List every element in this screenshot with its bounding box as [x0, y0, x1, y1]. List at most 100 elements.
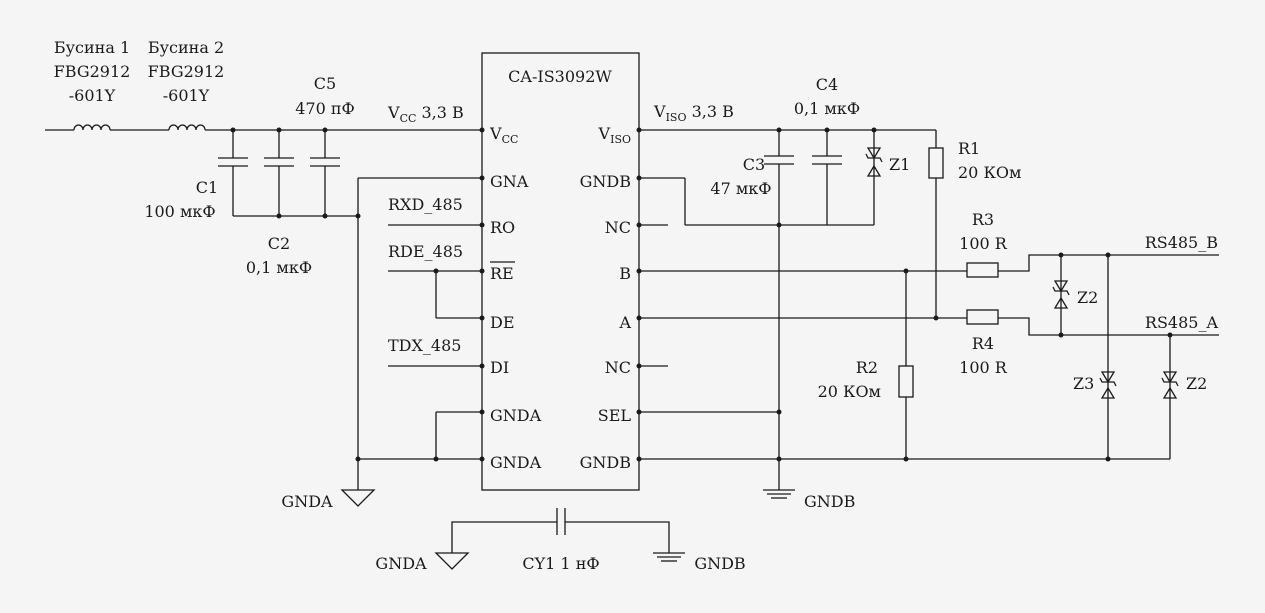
c2-value: 0,1 мкФ: [246, 258, 312, 277]
pin-b: B: [619, 264, 631, 283]
junction-dot: [824, 127, 830, 133]
chip-name: CA-IS3092W: [508, 67, 612, 86]
pin-dot: [479, 175, 485, 181]
bead-1-suffix: -601Y: [69, 86, 116, 105]
pin-vcc: VCC: [489, 124, 518, 146]
pin-gndb-2: GNDB: [580, 453, 631, 472]
tdx-label: TDX_485: [388, 336, 461, 355]
pin-nc-2: NC: [605, 358, 631, 377]
bead-2-name: Бусина 2: [148, 38, 224, 57]
bead-1-name: Бусина 1: [54, 38, 130, 57]
r3-value: 100 R: [959, 234, 1008, 253]
r4-value: 100 R: [959, 358, 1008, 377]
pin-dot: [479, 127, 485, 133]
rs485a-wire: [998, 317, 1219, 336]
gndb-ground-label-2: GNDB: [694, 554, 745, 573]
r3-ref: R3: [972, 210, 994, 229]
resistor-r1: [928, 147, 944, 179]
c2-ref: C2: [268, 234, 290, 253]
junction-dot: [276, 127, 282, 133]
gndb-ground-label: GNDB: [804, 492, 855, 511]
c4-ref: C4: [816, 75, 838, 94]
r2-ref: R2: [856, 358, 878, 377]
pin-di: DI: [490, 358, 509, 377]
pin-ro: RO: [490, 218, 515, 237]
rxd-label: RXD_485: [388, 195, 463, 214]
junction-dot: [355, 456, 361, 462]
junction-dot: [933, 315, 939, 321]
pin-gna: GNA: [490, 172, 529, 191]
gnda-ground-icon: [340, 489, 376, 507]
tvs-diode-z2-ba: [1052, 255, 1070, 335]
c4-value: 0,1 мкФ: [794, 99, 860, 118]
pin-viso: VISO: [598, 124, 631, 146]
junction-dot: [871, 127, 877, 133]
cy1-label: CY1 1 нФ: [522, 554, 599, 573]
junction-dot: [433, 456, 439, 462]
c5-ref: C5: [314, 74, 336, 93]
cy1-right-wire: [565, 521, 670, 553]
rs485b-label: RS485_B: [1145, 233, 1218, 252]
pin-gnda-1: GNDA: [490, 406, 542, 425]
z3-label: Z3: [1073, 374, 1094, 393]
capacitor-c4: [812, 130, 842, 225]
gnda-ground-label-2: GNDA: [375, 554, 427, 573]
gnda-ground-icon-2: [434, 552, 470, 570]
capacitor-c3: [764, 130, 794, 490]
junction-dot: [322, 213, 328, 219]
r1-value: 20 КОм: [958, 163, 1021, 182]
junction-dot: [1058, 252, 1064, 258]
junction-dot: [776, 409, 782, 415]
pin-sel: SEL: [598, 406, 632, 425]
junction-dot: [776, 456, 782, 462]
junction-dot: [276, 213, 282, 219]
junction-dot: [776, 127, 782, 133]
pin-gndb-1: GNDB: [580, 172, 631, 191]
pin-re: RE: [490, 264, 514, 283]
c1-ref: C1: [196, 178, 218, 197]
c3-value: 47 мкФ: [710, 179, 771, 198]
resistor-r3: [966, 262, 999, 278]
bead-1-part: FBG2912: [54, 62, 131, 81]
gnda-ground-label: GNDA: [281, 492, 333, 511]
junction-dot: [322, 127, 328, 133]
vcc-rail-label: VCC 3,3 В: [387, 103, 464, 125]
pin-dot: [479, 409, 485, 415]
gndb-ground-icon: [763, 489, 795, 499]
bead-1-coil: [73, 124, 111, 131]
junction-dot: [230, 127, 236, 133]
pin-nc-1: NC: [605, 218, 631, 237]
capacitor-c5: [310, 130, 340, 216]
c3-ref: C3: [743, 155, 765, 174]
pin-dot: [479, 456, 485, 462]
junction-dot: [903, 456, 909, 462]
pin-dot: [479, 222, 485, 228]
c5-value: 470 пФ: [295, 99, 355, 118]
pin-gnda-2: GNDA: [490, 453, 542, 472]
gndb-ground-icon-2: [653, 552, 685, 562]
junction-dot: [1105, 252, 1111, 258]
pin-dot: [479, 315, 485, 321]
rde-label: RDE_485: [388, 242, 463, 261]
pin-a: A: [618, 313, 631, 332]
viso-rail-label: VISO 3,3 В: [653, 102, 734, 124]
junction-dot: [1058, 332, 1064, 338]
tvs-diode-z3: [1099, 255, 1117, 459]
tvs-diode-z1: [865, 130, 883, 225]
rs485a-label: RS485_A: [1145, 313, 1219, 332]
rs485b-wire: [998, 254, 1219, 272]
resistor-r2: [898, 365, 914, 398]
capacitor-c2: [264, 130, 294, 216]
tvs-diode-z2-a: [1161, 335, 1179, 459]
z2a-label: Z2: [1077, 288, 1098, 307]
pin-de: DE: [490, 313, 515, 332]
r2-value: 20 КОм: [818, 382, 881, 401]
z1-label: Z1: [889, 155, 910, 174]
junction-dot: [1167, 332, 1173, 338]
r1-ref: R1: [958, 139, 980, 158]
resistor-r4: [966, 309, 999, 325]
junction-dot: [433, 268, 439, 274]
z2b-label: Z2: [1186, 374, 1207, 393]
